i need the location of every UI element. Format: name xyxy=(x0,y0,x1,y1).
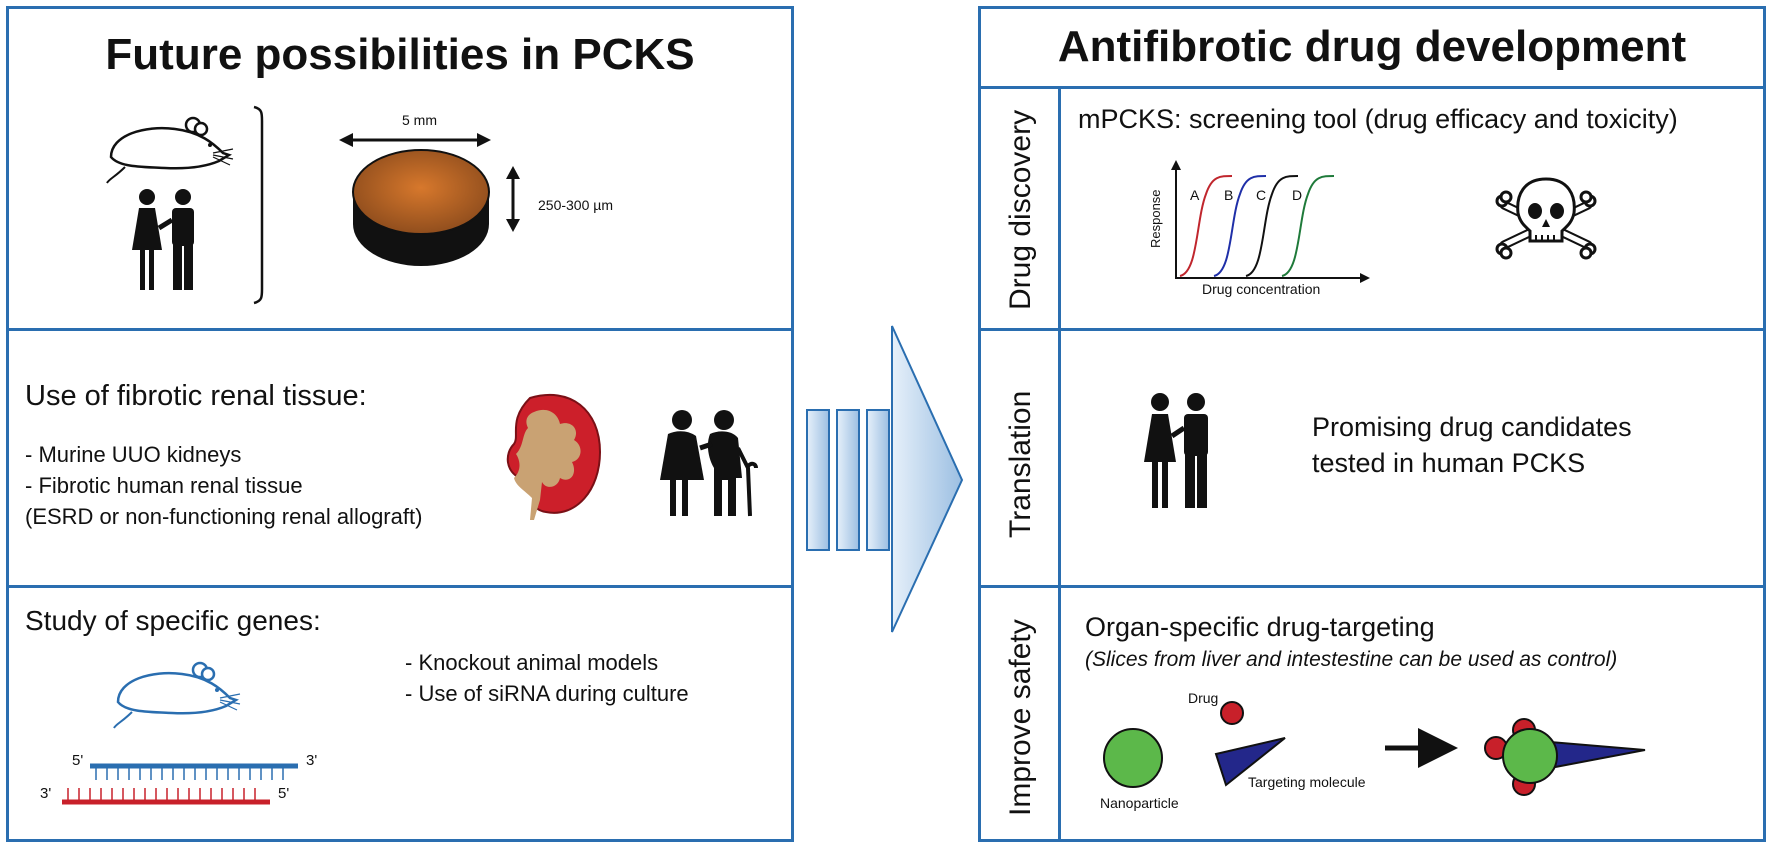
chart-axes xyxy=(1175,164,1360,279)
dose-response-chart: A B C D xyxy=(1171,160,1370,283)
sirna-strands-diagram xyxy=(62,763,298,805)
skull-crossbones-icon xyxy=(1495,177,1597,260)
elderly-couple-icon xyxy=(660,410,758,517)
right-divider-2 xyxy=(978,585,1766,588)
curve-d xyxy=(1281,175,1335,277)
fibrotic-item-3: (ESRD or non-functioning renal allograft… xyxy=(25,504,423,529)
curve-label-d: D xyxy=(1292,187,1302,203)
left-divider-2 xyxy=(6,585,794,588)
side-label-improve-safety: Improve safety xyxy=(1004,619,1037,816)
mouse-outline-icon xyxy=(106,116,234,184)
chart-x-axis-label: Drug concentration xyxy=(1202,281,1321,297)
nanoparticle-label: Nanoparticle xyxy=(1100,795,1179,811)
translation-text-line2: tested in human PCKS xyxy=(1312,448,1586,478)
genes-item-1: - Knockout animal models xyxy=(405,650,659,675)
right-panel xyxy=(978,6,1766,842)
axis-arrowhead xyxy=(1171,160,1181,170)
curve-b xyxy=(1213,175,1267,277)
strand-top-left-label: 5' xyxy=(72,752,84,769)
slice-thickness-label: 250-300 µm xyxy=(538,197,613,213)
genes-heading: Study of specific genes: xyxy=(25,605,321,636)
right-title: Antifibrotic drug development xyxy=(1057,22,1687,71)
slice-width-label: 5 mm xyxy=(402,112,437,128)
right-title-divider xyxy=(978,86,1766,89)
fibrotic-item-2: - Fibrotic human renal tissue xyxy=(25,473,303,498)
strand-top-right-label: 3' xyxy=(306,752,318,769)
safety-subheading: (Slices from liver and intestestine can … xyxy=(1085,648,1618,671)
axis-arrowhead xyxy=(1360,273,1370,283)
left-title: Future possibilities in PCKS xyxy=(105,30,695,79)
right-divider-1 xyxy=(978,328,1766,331)
curve-label-c: C xyxy=(1256,187,1266,203)
side-label-translation: Translation xyxy=(1004,390,1037,538)
curve-label-a: A xyxy=(1190,187,1200,203)
strand-bottom-right-label: 5' xyxy=(278,785,290,802)
left-divider-1 xyxy=(6,328,794,331)
fibrotic-item-1: - Murine UUO kidneys xyxy=(25,442,242,467)
kidney-icon xyxy=(506,393,602,520)
discovery-heading: mPCKS: screening tool (drug efficacy and… xyxy=(1078,104,1678,134)
transition-arrow xyxy=(806,325,964,633)
fibrotic-heading: Use of fibrotic renal tissue: xyxy=(25,380,367,412)
translation-text-line1: Promising drug candidates xyxy=(1312,412,1632,442)
tissue-slice-diagram xyxy=(339,133,520,266)
safety-heading: Organ-specific drug-targeting xyxy=(1085,612,1435,642)
curve-label-b: B xyxy=(1224,187,1233,203)
strand-bottom-left-label: 3' xyxy=(40,785,52,802)
curve-a xyxy=(1179,175,1233,277)
mouse-blue-icon xyxy=(113,661,241,729)
drug-targeting-diagram xyxy=(1103,701,1646,796)
side-label-drug-discovery: Drug discovery xyxy=(1004,109,1037,310)
genes-item-2: - Use of siRNA during culture xyxy=(405,681,689,706)
left-panel xyxy=(6,6,794,842)
couple-icon-translation xyxy=(1144,393,1208,508)
drug-label: Drug xyxy=(1188,690,1219,706)
right-side-column-divider xyxy=(1058,86,1061,842)
chart-y-axis-label: Response xyxy=(1148,189,1163,248)
couple-icon xyxy=(132,189,194,290)
bracket xyxy=(253,105,264,305)
targeting-molecule-label: Targeting molecule xyxy=(1248,774,1366,790)
curve-c xyxy=(1245,175,1299,277)
